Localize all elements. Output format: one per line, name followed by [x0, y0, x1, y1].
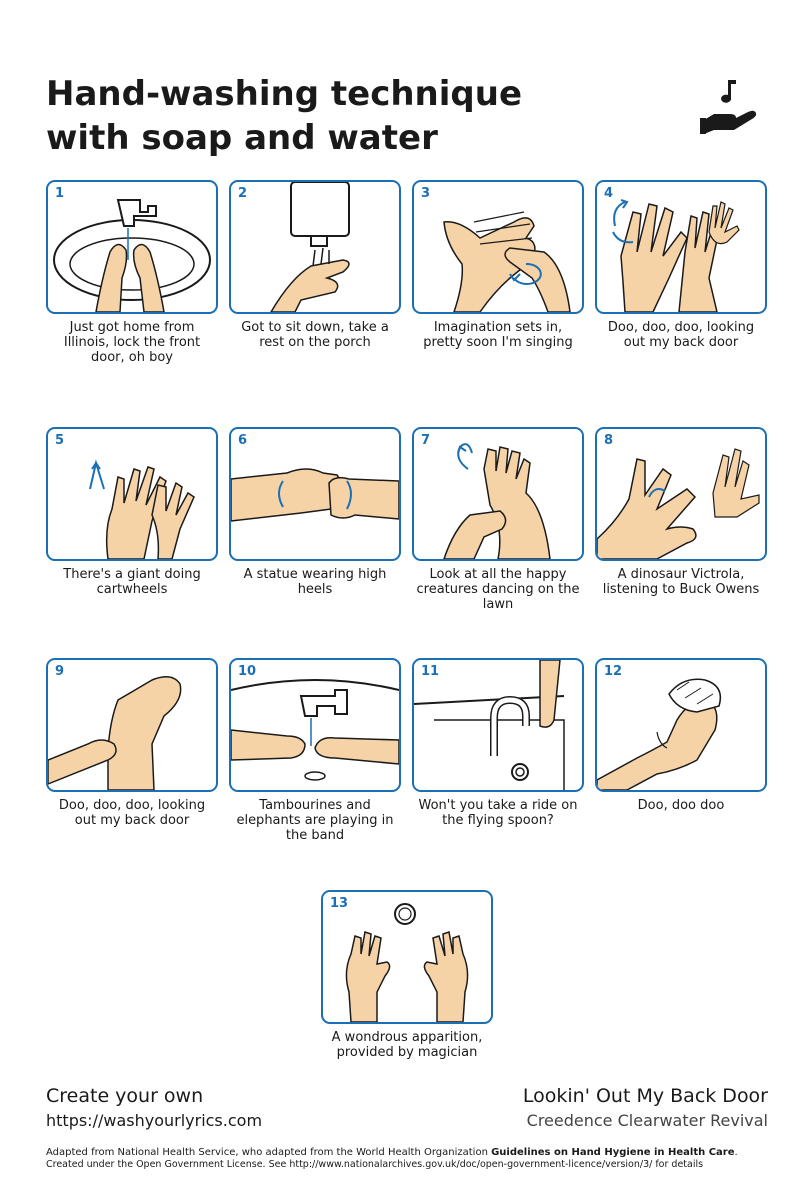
step-card: 13 A wondrous apparition, provided by ma… [321, 890, 493, 1060]
step-card: 5 There's a giant doing cartwheels [46, 427, 218, 597]
step-number: 1 [55, 186, 65, 201]
step-card: 10 Tambourines and elephants are playing… [229, 658, 401, 843]
credits-license: Created under the Open Government Licens… [46, 1159, 704, 1170]
turn-off-tap-with-towel-icon [414, 660, 565, 790]
step-caption: Doo, doo, doo, looking out my back door [58, 798, 206, 828]
step-card: 3 Imagination sets in, pretty soon I'm s… [412, 180, 584, 350]
step-illustration: 1 [46, 180, 218, 314]
step-number: 10 [238, 664, 257, 679]
step-card: 9 Doo, doo, doo, looking out my back doo… [46, 658, 218, 828]
step-card: 4 Doo, doo, doo, looking out my back doo… [595, 180, 767, 350]
fingertips-in-palm-icon [597, 448, 760, 559]
credits-guidelines-title: Guidelines on Hand Hygiene in Health Car… [491, 1147, 735, 1158]
step-caption: Doo, doo doo [637, 798, 725, 813]
step-card: 8 A dinosaur Victrola, listening to Buck… [595, 427, 767, 597]
clean-hands-icon [345, 903, 469, 1022]
rotational-thumb-rub-icon [443, 443, 551, 559]
interlaced-fingers-icon [89, 459, 195, 559]
step-illustration: 10 [229, 658, 401, 792]
step-illustration: 5 [46, 427, 218, 561]
step-number: 4 [604, 186, 614, 201]
step-number: 13 [330, 896, 349, 911]
step-illustration: 11 [412, 658, 584, 792]
step-card: 1 Just got home from Illinois, lock the … [46, 180, 218, 365]
step-card: 11 Won't you take a ride on the flying s… [412, 658, 584, 828]
step-caption: Tambourines and elephants are playing in… [236, 798, 394, 843]
step-illustration: 12 [595, 658, 767, 792]
step-number: 12 [604, 664, 623, 679]
step-illustration: 7 [412, 427, 584, 561]
step-number: 6 [238, 433, 248, 448]
step-card: 7 Look at all the happy creatures dancin… [412, 427, 584, 612]
step-caption: Look at all the happy creatures dancing … [416, 567, 580, 612]
step-illustration: 9 [46, 658, 218, 792]
hand-with-music-note-icon [700, 76, 770, 136]
step-caption: Imagination sets in, pretty soon I'm sin… [423, 320, 573, 350]
step-illustration: 4 [595, 180, 767, 314]
step-illustration: 6 [229, 427, 401, 561]
soap-dispenser-icon [270, 182, 350, 312]
washyourlyrics-link[interactable]: https://washyourlyrics.com [46, 1111, 263, 1130]
step-caption: Doo, doo, doo, looking out my back door [607, 320, 755, 350]
step-caption: Just got home from Illinois, lock the fr… [63, 320, 201, 365]
page-title: Hand-washing technique with soap and wat… [46, 72, 606, 160]
create-your-own-label: Create your own [46, 1085, 204, 1107]
credits: Adapted from National Health Service, wh… [46, 1147, 766, 1171]
step-number: 8 [604, 433, 614, 448]
step-card: 2 Got to sit down, take a rest on the po… [229, 180, 401, 350]
step-illustration: 2 [229, 180, 401, 314]
step-illustration: 13 [321, 890, 493, 1024]
step-caption: There's a giant doing cartwheels [63, 567, 201, 597]
step-caption: A wondrous apparition, provided by magic… [331, 1030, 483, 1060]
step-number: 3 [421, 186, 431, 201]
step-card: 6 A statue wearing high heels [229, 427, 401, 597]
rub-palms-icon [443, 211, 571, 312]
step-caption: Won't you take a ride on the flying spoo… [418, 798, 578, 828]
step-card: 12 Doo, doo doo [595, 658, 767, 813]
step-number: 7 [421, 433, 431, 448]
step-caption: Got to sit down, take a rest on the porc… [241, 320, 389, 350]
title-line-2: with soap and water [46, 118, 438, 158]
back-of-hands-icon [612, 199, 740, 312]
dry-hands-with-towel-icon [597, 678, 722, 790]
title-line-1: Hand-washing technique [46, 74, 523, 114]
step-number: 5 [55, 433, 65, 448]
step-illustration: 3 [412, 180, 584, 314]
step-number: 2 [238, 186, 248, 201]
song-title: Lookin' Out My Back Door [522, 1085, 768, 1107]
artist-name: Creedence Clearwater Revival [526, 1111, 768, 1130]
step-number: 9 [55, 664, 65, 679]
rub-wrists-icon [48, 676, 182, 790]
rinse-under-tap-icon [231, 679, 399, 781]
step-number: 11 [421, 664, 440, 679]
step-illustration: 8 [595, 427, 767, 561]
wet-hands-under-tap-icon [53, 199, 211, 312]
step-caption: A statue wearing high heels [243, 567, 387, 597]
interlocked-fingers-icon [231, 468, 399, 522]
credits-suffix: . [734, 1147, 738, 1158]
step-caption: A dinosaur Victrola, listening to Buck O… [602, 567, 760, 597]
credits-prefix: Adapted from National Health Service, wh… [46, 1147, 492, 1158]
